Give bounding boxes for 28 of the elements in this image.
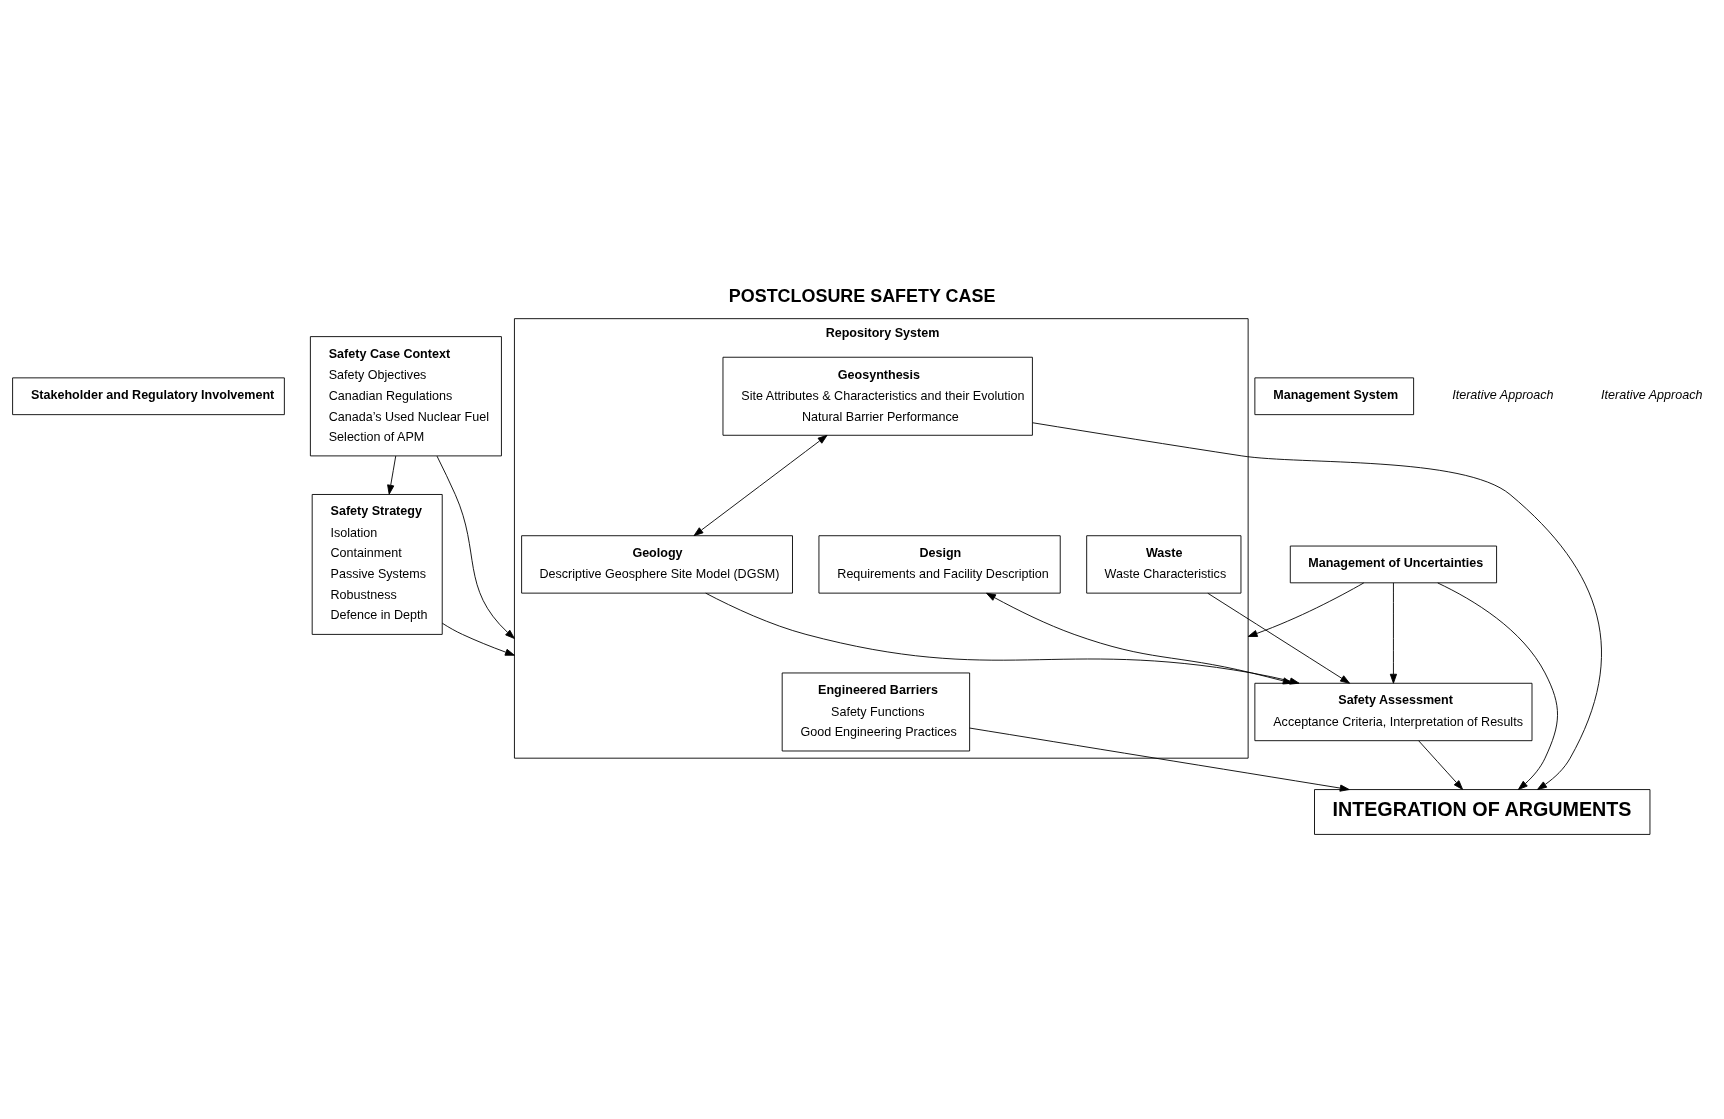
arrow <box>441 622 515 656</box>
arrow <box>986 592 1293 685</box>
arrow <box>1207 592 1351 684</box>
arrow <box>1247 582 1365 637</box>
node-box: Stakeholder and Regulatory Involvement <box>12 377 285 416</box>
node-box: Management System <box>1254 377 1415 416</box>
arrow <box>1418 740 1464 790</box>
node-box: Safety Case Context Safety Objectives Canadian Regulations Canada’s Used Nuclear Fuel Selection of APM <box>309 336 502 457</box>
node-box: INTEGRATION OF ARGUMENTS <box>1314 789 1651 835</box>
node-box: Design Requirements and Facility Description <box>818 535 1061 594</box>
diagram-title: POSTCLOSURE SAFETY CASE <box>728 285 996 306</box>
arrow <box>705 592 1300 685</box>
arrow <box>1437 582 1558 790</box>
label: Iterative Approach <box>1452 387 1554 402</box>
node-box: Geosynthesis Site Attributes & Characteristics and their Evolution Natural Barrier Performance <box>722 356 1033 436</box>
arrow <box>436 455 515 639</box>
node-box: Management of Uncertainties <box>1289 545 1498 584</box>
node-box: Engineered Barriers Safety Functions Good Engineering Practices <box>781 672 971 752</box>
arrow <box>969 727 1350 792</box>
node-box: Safety Assessment Acceptance Criteria, Interpretation of Results <box>1254 682 1533 742</box>
arrow <box>693 434 828 537</box>
label: Iterative Approach <box>1601 387 1703 402</box>
node-box: Geology Descriptive Geosphere Site Model (DGSM) <box>521 535 793 594</box>
arrow <box>387 455 397 495</box>
arrow <box>1389 582 1398 684</box>
node-box: Waste Waste Characteristics <box>1086 535 1242 594</box>
arrow <box>1032 422 1602 790</box>
node-box: Safety Strategy Isolation Containment Passive Systems Robustness Defence in Depth <box>311 494 443 635</box>
